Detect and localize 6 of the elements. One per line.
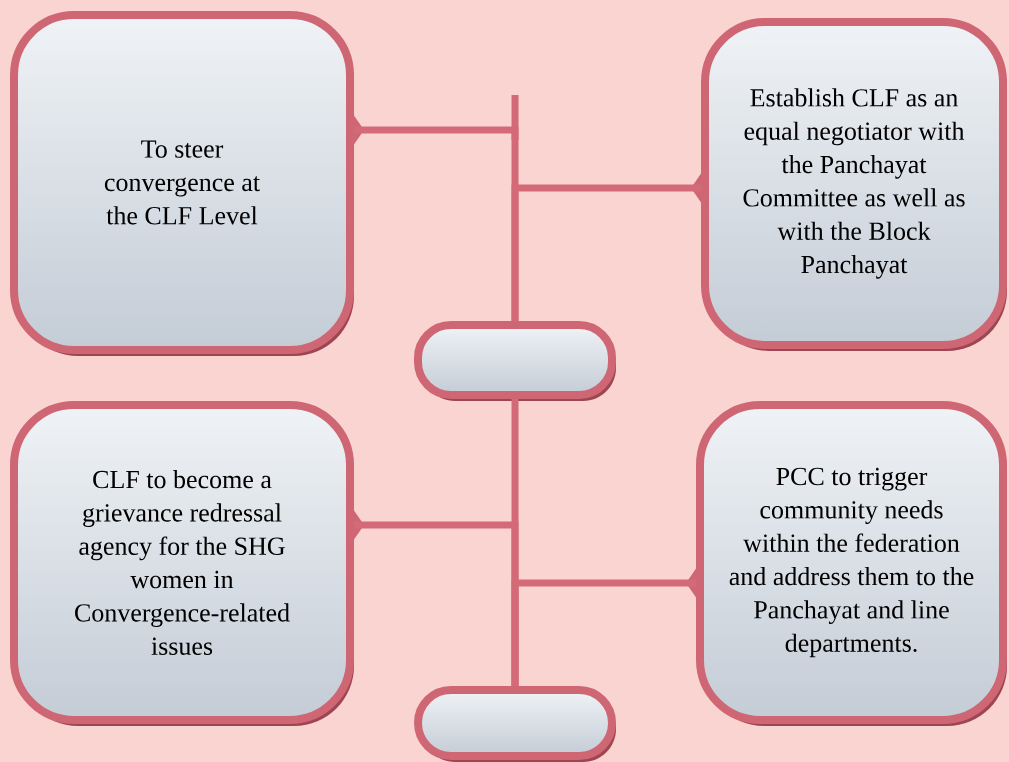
callout-box: Establish CLF as an equal negotiator with the Panchayat Committee as well as with the Block Panchayat [691,18,1007,351]
callout-box: CLF to become a grievance redressal agency for the SHG women in Convergence-related issues [10,401,364,726]
rounded-box [414,321,616,401]
callout-box: To steer convergence at the CLF Level [10,11,364,356]
rounded-box [414,686,616,762]
callout-box: PCC to trigger community needs within the federation and address them to the Panchayat and line departments. [686,401,1007,726]
